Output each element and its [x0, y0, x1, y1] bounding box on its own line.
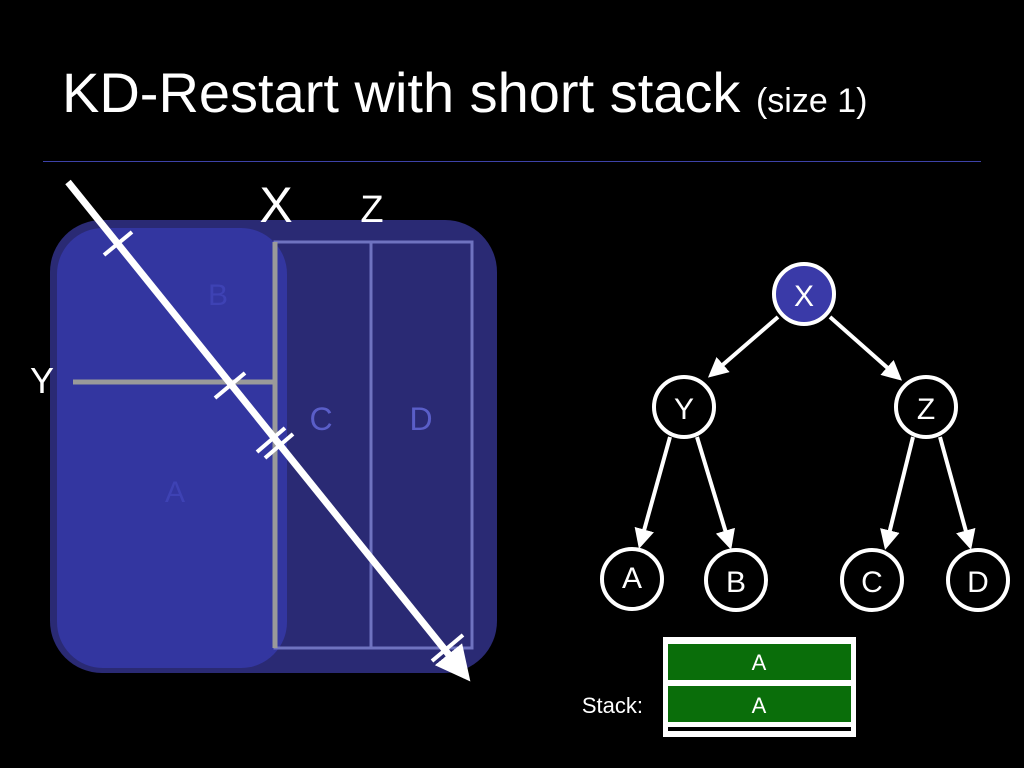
node-d-label: D: [967, 566, 989, 599]
stack-slot-1-label: A: [752, 650, 767, 675]
stack-slot-1: [668, 644, 851, 680]
split-z-label: Z: [360, 189, 383, 231]
cell-b-label: B: [208, 279, 228, 312]
node-c: [840, 548, 904, 612]
node-b: [704, 548, 768, 612]
title-main: KD-Restart with short stack: [62, 61, 741, 124]
node-c-label: C: [861, 566, 883, 599]
split-y-label: Y: [30, 360, 54, 401]
split-x-label: X: [259, 177, 292, 233]
edge-z-d: [938, 436, 976, 550]
edge-x-y: [707, 315, 780, 378]
stack-slot-2: [668, 686, 851, 722]
tick-y-plane: [213, 371, 247, 400]
ray-hit-ticks: [102, 230, 465, 663]
node-d: [946, 548, 1010, 612]
node-a-label: A: [622, 562, 642, 595]
short-stack: Stack: A A: [582, 637, 856, 737]
cell-a-label: A: [165, 476, 185, 509]
title-suffix: (size 1): [755, 82, 868, 120]
kd-tree: X Y Z A B C D: [600, 262, 1010, 612]
node-y: [652, 375, 716, 439]
edge-x-z: [828, 315, 902, 381]
node-a: [600, 547, 664, 611]
stack-slot-2-label: A: [752, 693, 767, 718]
node-b-label: B: [726, 566, 746, 599]
ray: [65, 179, 471, 682]
cell-c-label: C: [309, 401, 332, 437]
edge-y-a: [634, 436, 672, 549]
title-divider: [43, 161, 981, 162]
tick-x-plane-1: [255, 426, 287, 454]
node-y-label: Y: [674, 393, 694, 426]
node-x-label: X: [794, 280, 814, 313]
cell-d-label: D: [409, 401, 432, 437]
node-z: [894, 375, 958, 439]
node-x: [772, 262, 836, 326]
tick-exit: [430, 633, 465, 663]
spatial-view: X Z Y B A C D: [30, 177, 497, 682]
tree-edges: [634, 315, 976, 550]
tick-entry: [102, 230, 134, 257]
stack-label: Stack:: [582, 693, 643, 718]
stack-bottom-gap: [668, 727, 851, 731]
node-z-label: Z: [917, 393, 935, 426]
slide-title: KD-Restart with short stack (size 1): [62, 60, 867, 125]
active-region: [57, 228, 287, 668]
tick-x-plane-2: [263, 432, 295, 460]
edge-z-c: [880, 436, 915, 550]
edge-y-b: [695, 436, 735, 550]
